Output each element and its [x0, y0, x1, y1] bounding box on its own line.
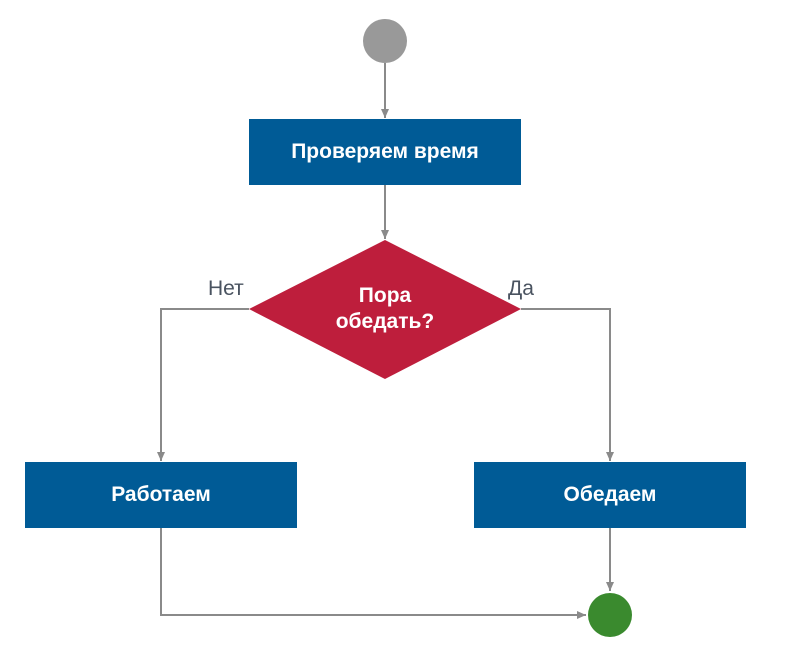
lunch-box	[474, 462, 746, 528]
decision-label-line2: обедать?	[335, 310, 435, 333]
work-label: Работаем	[111, 483, 211, 506]
edge-work-to-end	[160, 528, 586, 619]
start-node	[363, 19, 407, 63]
edge-yes	[521, 308, 614, 461]
decision-label: Пора обедать?	[305, 283, 465, 335]
end-node	[588, 593, 632, 637]
work-box	[25, 462, 297, 528]
lunch-label: Обедаем	[563, 483, 657, 506]
check-time-label: Проверяем время	[291, 140, 479, 163]
edge-no	[157, 308, 249, 461]
edge-yes-label: Да	[508, 277, 534, 300]
edge-no-label: Нет	[208, 277, 244, 300]
decision-label-line1: Пора	[358, 284, 412, 307]
decision-diamond	[249, 240, 521, 379]
check-time-box	[249, 119, 521, 185]
